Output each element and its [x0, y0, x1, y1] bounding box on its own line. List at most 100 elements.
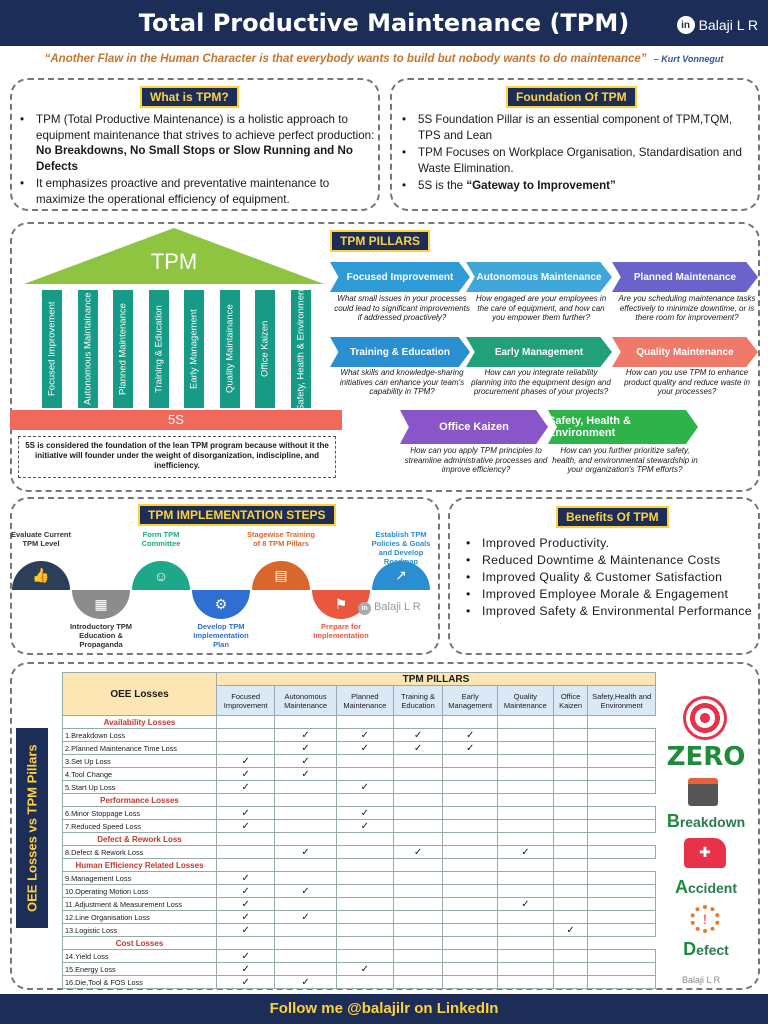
check-mark: ✓ — [215, 884, 276, 898]
step-label: Develop TPM Implementation Plan — [193, 622, 249, 649]
footer-bar[interactable]: Follow me @balajilr on LinkedIn — [0, 994, 768, 1024]
oee-cell — [392, 767, 444, 781]
oee-cell — [392, 715, 443, 729]
check-mark: ✓ — [274, 754, 337, 768]
check-mark: ✓ — [335, 728, 394, 742]
oee-cell — [587, 949, 656, 963]
pillar-arrow: Training & Education — [330, 337, 470, 367]
list-item: Reduced Downtime & Maintenance Costs — [462, 553, 758, 568]
steps-watermark: in Balaji L R — [358, 601, 421, 615]
table-row: 5.Start Up Loss✓✓ — [62, 780, 656, 794]
check-mark: ✓ — [274, 845, 337, 859]
oee-cell — [442, 936, 498, 950]
what-is-tpm-title: What is TPM? — [140, 86, 239, 108]
pillar-arrow: Quality Maintenance — [612, 337, 758, 367]
oee-cell — [497, 962, 554, 976]
oee-cell — [392, 819, 444, 833]
oee-cell — [442, 858, 498, 872]
temple-column: Focused Improvement — [42, 290, 62, 408]
oee-category-row: Performance Losses — [62, 793, 656, 807]
oee-cell — [335, 949, 394, 963]
list-item: TPM (Total Productive Maintenance) is a … — [16, 112, 378, 174]
quote-text: “Another Flaw in the Human Character is … — [44, 53, 647, 65]
linkedin-icon: in — [676, 16, 695, 34]
oee-column-header: Office Kaizen — [552, 685, 589, 716]
step-label: Stagewise Training of 8 TPM Pillars — [247, 530, 315, 548]
ambulance-icon: ✚ — [684, 838, 726, 868]
oee-cell — [392, 871, 444, 885]
oee-cell — [587, 858, 656, 872]
oee-column-header: Training & Education — [392, 685, 444, 716]
oee-loss-label: 12.Line Organisation Loss — [62, 910, 217, 924]
check-mark: ✓ — [497, 845, 554, 859]
table-row: 4.Tool Change✓✓ — [62, 767, 656, 781]
oee-cell — [552, 884, 589, 898]
check-mark: ✓ — [215, 923, 276, 937]
oee-cell — [335, 871, 394, 885]
table-row: 3.Set Up Loss✓✓ — [62, 754, 656, 768]
oee-cell — [587, 819, 656, 833]
oee-cell — [552, 741, 589, 755]
oee-loss-label: 14.Yield Loss — [62, 949, 217, 963]
oee-cell — [274, 780, 337, 794]
oee-loss-label: 3.Set Up Loss — [62, 754, 217, 768]
oee-loss-label: 4.Tool Change — [62, 767, 217, 781]
oee-loss-label: 9.Management Loss — [62, 871, 217, 885]
oee-category-row: Cost Losses — [62, 936, 656, 950]
oee-cell — [274, 871, 337, 885]
step-label: Evaluate Current TPM Level — [10, 530, 72, 548]
oee-cell — [497, 793, 554, 807]
zero-brand-text: Balaji L R — [682, 975, 721, 985]
check-mark: ✓ — [497, 897, 554, 911]
check-mark: ✓ — [215, 780, 276, 794]
oee-loss-label: 2.Planned Maintenance Time Loss — [62, 741, 217, 755]
oee-cell — [552, 949, 589, 963]
oee-cell — [274, 715, 337, 729]
check-mark: ✓ — [274, 884, 337, 898]
oee-cell — [335, 858, 394, 872]
oee-cell — [552, 754, 589, 768]
oee-box — [10, 662, 760, 990]
oee-cell — [442, 949, 498, 963]
oee-cell — [442, 793, 498, 807]
oee-loss-label: 15.Energy Loss — [62, 962, 217, 976]
list-item: TPM Focuses on Workplace Organisation, S… — [398, 145, 754, 176]
oee-category: Availability Losses — [62, 715, 217, 729]
oee-cell — [392, 936, 443, 950]
pillar-arrow: Safety, Health & Environment — [548, 410, 698, 444]
pillar-question: How can you apply TPM principles to stre… — [404, 446, 548, 474]
oee-cell — [552, 780, 589, 794]
oee-category: Cost Losses — [62, 936, 217, 950]
oee-cell — [274, 806, 337, 820]
check-mark: ✓ — [215, 975, 276, 989]
check-mark: ✓ — [215, 754, 276, 768]
oee-loss-label: 11.Adjustment & Measurement Loss — [62, 897, 217, 911]
oee-cell — [587, 767, 656, 781]
oee-cell — [552, 845, 589, 859]
oee-cell — [215, 741, 276, 755]
check-mark: ✓ — [392, 741, 444, 755]
oee-column-header: Autonomous Maintenance — [274, 685, 337, 716]
tpm-pillars-box — [10, 222, 760, 492]
oee-loss-label: 1.Breakdown Loss — [62, 728, 217, 742]
oee-cell — [587, 715, 656, 729]
oee-cell — [552, 728, 589, 742]
oee-loss-label: 6.Minor Stoppage Loss — [62, 806, 217, 820]
oee-cell — [587, 845, 656, 859]
temple-column: Training & Education — [148, 290, 169, 408]
check-mark: ✓ — [335, 780, 394, 794]
oee-cell — [497, 819, 554, 833]
defect-first: D — [683, 939, 697, 959]
oee-cell — [215, 832, 275, 846]
pillar-question: How can you further prioritize safety, h… — [552, 446, 698, 474]
accident-word: Accident — [656, 877, 756, 898]
step-label: Establish TPM Policies & Goals and Devel… — [371, 530, 431, 566]
pillar-arrow: Focused Improvement — [330, 262, 470, 292]
breakdown-first: B — [666, 811, 680, 831]
steps-box — [10, 497, 440, 655]
oee-cell — [552, 871, 589, 885]
oee-cell — [497, 923, 554, 937]
table-row: 1.Breakdown Loss✓✓✓✓ — [62, 728, 656, 742]
oee-cell — [392, 754, 444, 768]
brand-badge[interactable]: in Balaji L R — [676, 16, 758, 34]
